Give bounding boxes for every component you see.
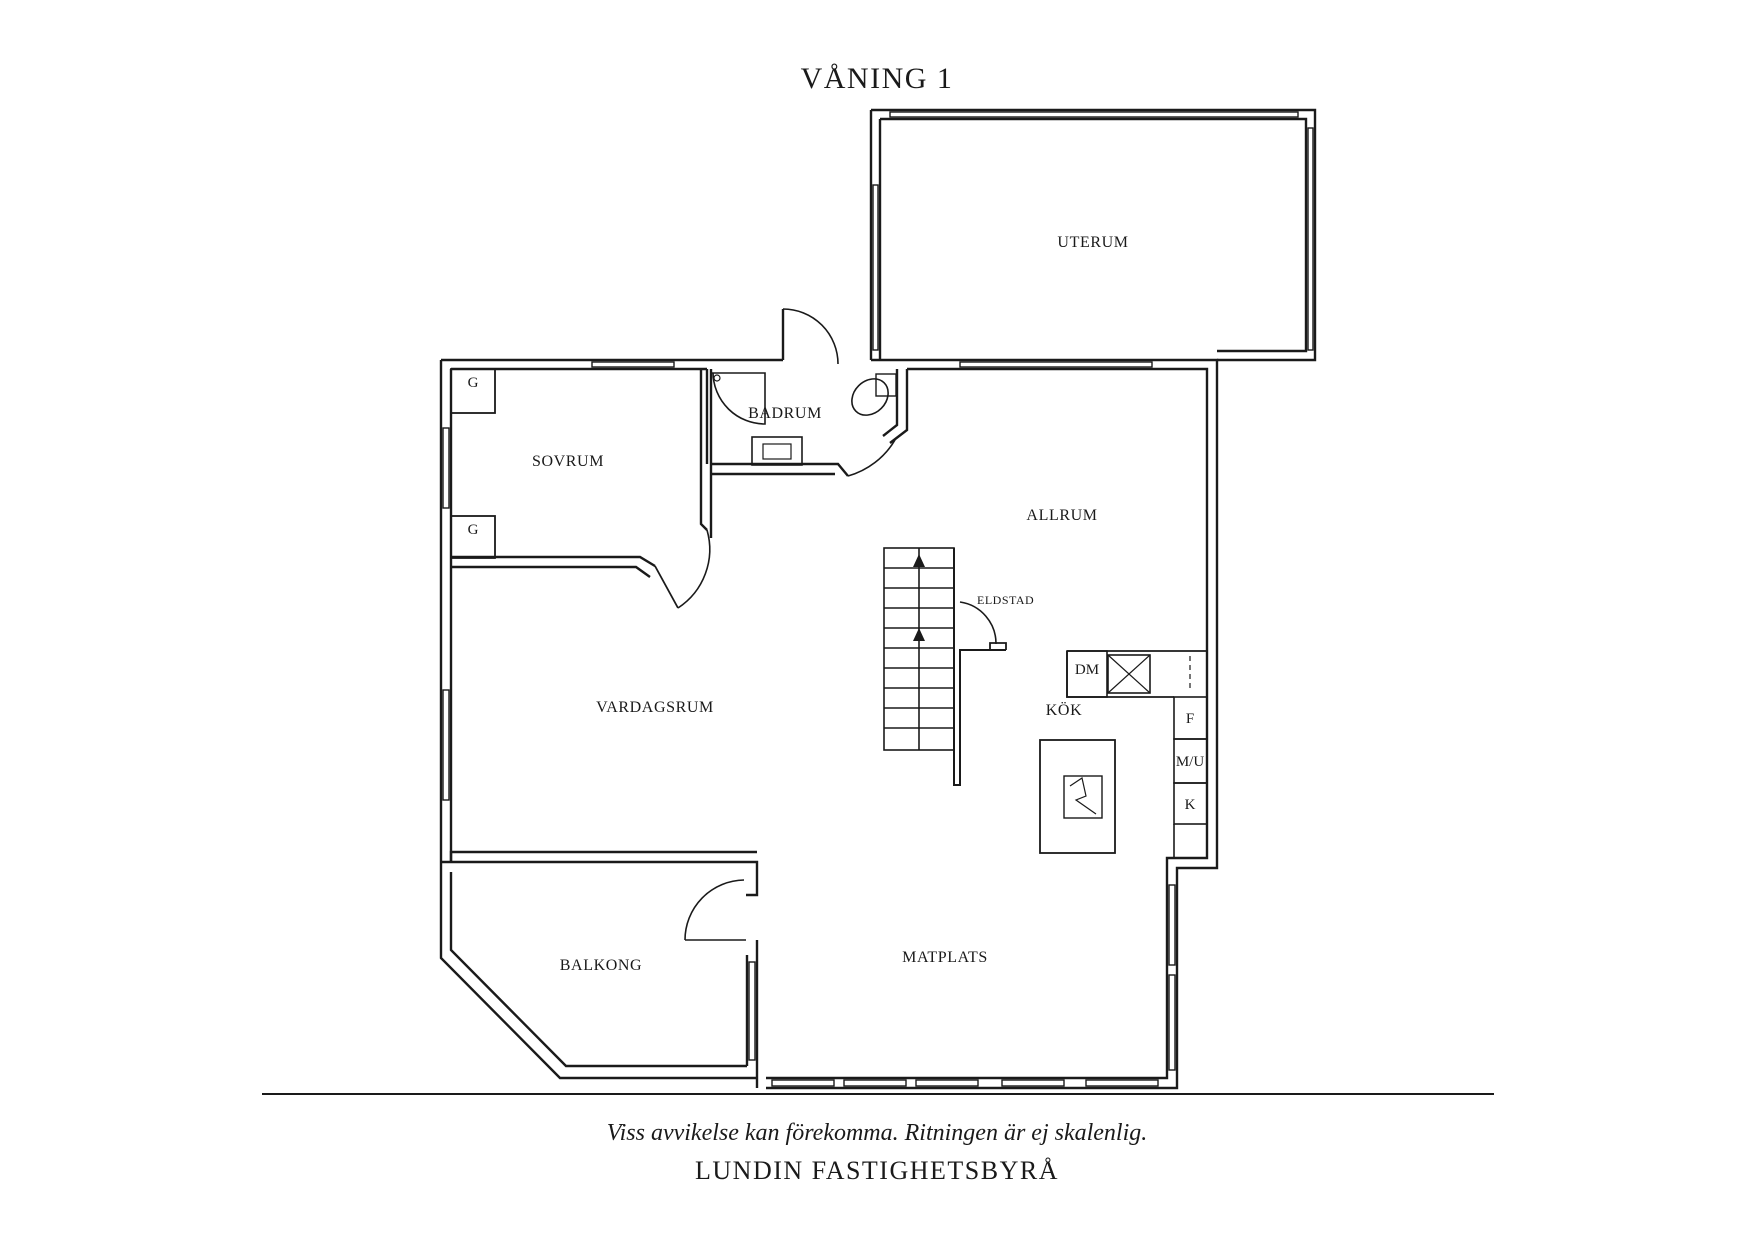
sovrum-window (591, 361, 675, 368)
vardagsrum-bottom-wall-inner (449, 850, 757, 862)
uterum-window-right (1307, 127, 1314, 351)
wardrobe-label-1: G (468, 375, 479, 391)
sink-basin (762, 443, 792, 460)
sink (751, 436, 803, 466)
room-label-badrum: BADRUM (748, 405, 822, 422)
room-label-balkong: BALKONG (560, 957, 642, 974)
sovrum-door-swing (677, 529, 711, 609)
balkong-outer (439, 872, 757, 1080)
matplats-window-5 (1085, 1079, 1159, 1087)
matplats-window-2 (843, 1079, 907, 1087)
kitchen-island (1039, 739, 1116, 854)
microwave-oven-label: M/U (1176, 754, 1205, 770)
kok-window-1 (1168, 884, 1176, 966)
wardrobe-label-2: G (468, 522, 479, 538)
balkong-door-swing (684, 879, 745, 941)
cooktop-symbol (1069, 777, 1097, 815)
disclaimer-text: Viss avvikelse kan förekomma. Ritningen … (606, 1120, 1148, 1146)
fridge (1173, 782, 1208, 825)
stair-arrow-1 (913, 554, 925, 567)
uterum-inner-wall (880, 117, 1308, 353)
sovrum-side-window (442, 427, 450, 509)
room-label-sovrum: SOVRUM (532, 453, 604, 470)
matplats-window-4 (1001, 1079, 1065, 1087)
fixture-label-eldstad: ELDSTAD (977, 593, 1034, 607)
badrum-door-swing (847, 439, 896, 477)
uterum-window-top (889, 111, 1299, 118)
dishwasher (1066, 650, 1108, 698)
company-name: LUNDIN FASTIGHETSBYRÅ (695, 1156, 1059, 1185)
room-label-allrum: ALLRUM (1026, 507, 1097, 524)
badrum-right-wall-inner (882, 369, 899, 437)
kitchen-sink (1107, 654, 1151, 694)
stair-wall (953, 548, 1006, 786)
badrum-bottom-wall (711, 462, 849, 477)
dishwasher-label: DM (1075, 662, 1099, 678)
staircase (883, 547, 955, 751)
house-outer-wall-top-right (766, 358, 1219, 1090)
freezer-label: F (1186, 711, 1194, 727)
stair-arrow-2 (913, 628, 925, 641)
vardagsrum-window (442, 689, 450, 801)
entrance-door-swing (782, 308, 839, 365)
room-label-uterum: UTERUM (1057, 234, 1128, 251)
cooktop (1063, 775, 1103, 819)
vardagsrum-bottom-wall (441, 860, 759, 897)
sovrum-right-wall (699, 369, 708, 531)
uterum-window-left (872, 184, 879, 351)
room-label-vardagsrum: VARDAGSRUM (596, 699, 714, 716)
fridge-label: K (1185, 797, 1196, 813)
floor-title: VÅNING 1 (800, 62, 954, 95)
matplats-window-side (1168, 974, 1176, 1071)
room-label-matplats: MATPLATS (902, 949, 988, 966)
balkong-window (748, 961, 756, 1061)
balkong-inner (449, 872, 747, 1068)
toilet (851, 378, 889, 416)
allrum-window (959, 361, 1153, 368)
house-inner-wall-top-right (766, 367, 1209, 1080)
uterum-outer-wall (871, 108, 1317, 362)
shower-head (713, 374, 721, 382)
fireplace-arc (959, 601, 997, 645)
sovrum-bottom-wall (451, 555, 656, 568)
toilet-tank (875, 373, 897, 397)
fireplace (960, 642, 1007, 651)
footer-divider (262, 1093, 1494, 1095)
wardrobe-2 (450, 515, 496, 559)
sovrum-bottom-wall-inner (451, 565, 651, 578)
shower-outline (711, 372, 766, 425)
wardrobe-1 (450, 368, 496, 414)
matplats-window-3 (915, 1079, 979, 1087)
sovrum-door-leaf (654, 565, 679, 609)
room-label-kok: KÖK (1046, 701, 1082, 719)
badrum-right-wall (889, 369, 909, 444)
matplats-window-1 (771, 1079, 835, 1087)
